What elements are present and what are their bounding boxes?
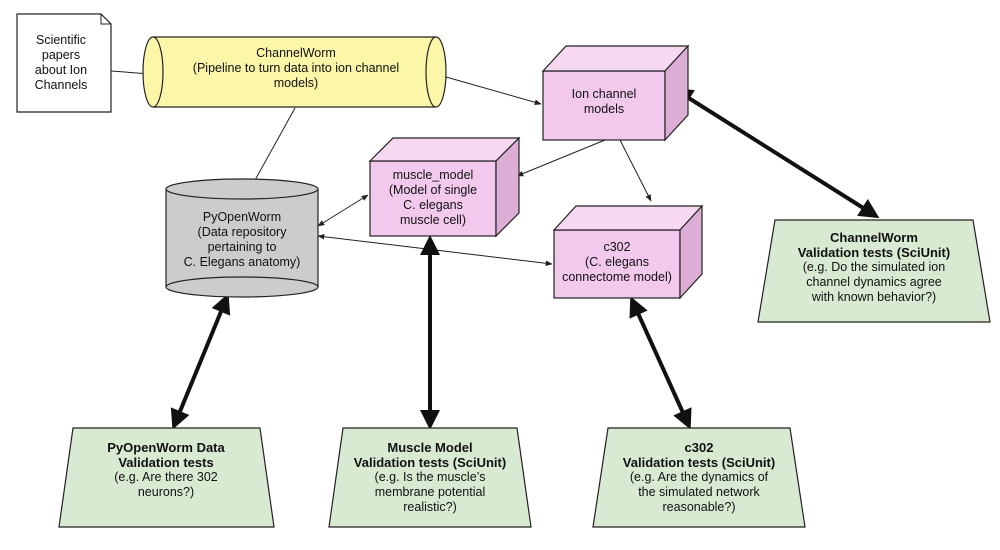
channelworm-line: models) <box>273 76 319 90</box>
pyopenworm-validation-label: PyOpenWorm Data Validation tests (e.g. A… <box>66 436 266 522</box>
c302-line: connectome model) <box>562 270 672 284</box>
c302-validation-line: reasonable?) <box>662 500 736 514</box>
papers-document-fold <box>100 14 111 25</box>
ion-channel-models-label: Ion channel models <box>543 73 665 137</box>
papers-document-shape <box>16 13 112 113</box>
channelworm-cylinder-shape <box>142 36 447 108</box>
pyopenworm-line: C. Elegans anatomy) <box>183 255 301 269</box>
edge-ion-channel-models-to-muscle-model <box>516 139 606 177</box>
papers-line: Scientific <box>35 33 87 47</box>
c302-validation-shape <box>592 427 806 528</box>
pyopenworm-validation-title: PyOpenWorm Data <box>107 440 225 455</box>
muscle-validation-line: membrane potential <box>374 485 486 499</box>
c302-line: (C. elegans <box>585 255 649 269</box>
c302-validation-label: c302 Validation tests (SciUnit) (e.g. Ar… <box>600 436 798 524</box>
muscle-validation-shape <box>328 427 532 528</box>
pyopenworm-cylinder-shape <box>165 178 319 298</box>
edge-pyopenworm-c302 <box>317 233 553 267</box>
muscle-model-line: muscle cell) <box>400 213 466 227</box>
channelworm-label: ChannelWorm (Pipeline to turn data into … <box>163 42 429 104</box>
muscle-validation-label: Muscle Model Validation tests (SciUnit) … <box>335 436 525 524</box>
pyopenworm-line: PyOpenWorm <box>202 210 282 224</box>
channelworm-line: ChannelWorm <box>256 46 336 60</box>
muscle-validation-title: Muscle Model <box>387 440 473 455</box>
pyopenworm-validation-shape <box>58 427 275 528</box>
muscle-validation-line: (e.g. Is the muscle’s <box>374 470 486 484</box>
pyopenworm-line: pertaining to <box>207 240 277 254</box>
edge-pyopenworm-muscle-model <box>317 194 369 227</box>
thick-connectors <box>170 87 880 430</box>
channelworm-validation-title: ChannelWorm <box>830 230 918 245</box>
pyopenworm-line: (Data repository <box>197 225 287 239</box>
papers-line: papers <box>41 48 81 62</box>
muscle-model-line: muscle_model <box>392 168 474 182</box>
papers-label: Scientific papers about Ion Channels <box>17 18 105 108</box>
channelworm-validation-line: with known behavior?) <box>811 290 937 304</box>
muscle-model-box-shape <box>368 136 521 238</box>
muscle-validation-title: Validation tests (SciUnit) <box>353 455 507 470</box>
papers-line: about Ion <box>34 63 88 77</box>
c302-box-shape <box>552 204 704 300</box>
channelworm-validation-title: Validation tests (SciUnit) <box>797 245 951 260</box>
pyopenworm-validation-line: (e.g. Are there 302 <box>114 470 218 484</box>
edge-pyopenworm-pyopenworm-validation <box>170 293 231 430</box>
ion-channel-models-box-shape <box>541 44 690 142</box>
edge-channelworm-to-pyopenworm <box>248 107 296 192</box>
c302-validation-title: c302 <box>684 440 714 455</box>
c302-validation-line: the simulated network <box>638 485 760 499</box>
c302-validation-line: (e.g. Are the dynamics of <box>629 470 769 484</box>
pyopenworm-validation-title: Validation tests <box>118 455 214 470</box>
muscle-model-line: (Model of single <box>388 183 478 197</box>
c302-line: c302 <box>603 240 631 254</box>
edge-ion-channel-models-to-c302 <box>619 139 652 202</box>
channelworm-validation-line: channel dynamics agree <box>806 275 942 289</box>
channelworm-validation-line: (e.g. Do the simulated ion <box>802 260 946 274</box>
channelworm-validation-shape <box>757 219 991 323</box>
edge-channelworm-to-ion-channel-models <box>445 76 542 105</box>
pyopenworm-validation-line: neurons?) <box>137 485 195 499</box>
papers-line: Channels <box>34 78 88 92</box>
muscle-model-label: muscle_model (Model of single C. elegans… <box>370 163 496 234</box>
edge-c302-c302-validation <box>629 296 692 430</box>
channelworm-line: (Pipeline to turn data into ion channel <box>192 61 400 75</box>
c302-validation-title: Validation tests (SciUnit) <box>622 455 776 470</box>
muscle-model-line: C. elegans <box>403 198 463 212</box>
ion-channel-models-line: models <box>583 102 625 116</box>
edge-ion-channel-models-channelworm-validation <box>672 87 880 219</box>
ion-channel-models-line: Ion channel <box>571 87 637 101</box>
channelworm-validation-label: ChannelWorm Validation tests (SciUnit) (… <box>765 226 983 318</box>
pyopenworm-label: PyOpenWorm (Data repository pertaining t… <box>166 206 318 278</box>
c302-label: c302 (C. elegans connectome model) <box>554 232 680 296</box>
muscle-validation-line: realistic?) <box>403 500 457 514</box>
